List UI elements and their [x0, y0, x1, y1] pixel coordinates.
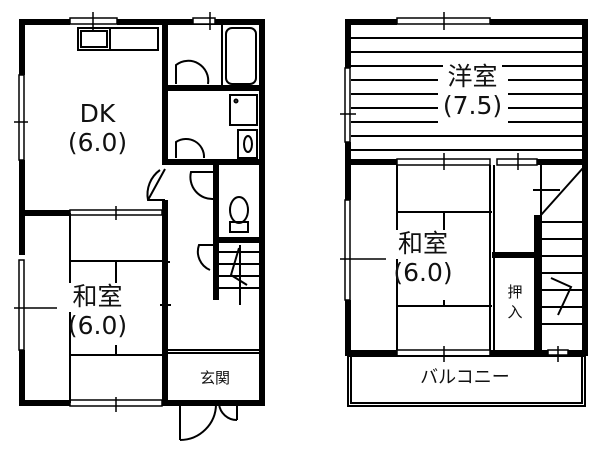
room-size: (7.5): [438, 91, 507, 121]
room-size: (6.0): [67, 310, 128, 340]
room-genkan: 玄関: [199, 369, 230, 387]
room-name: 和室: [69, 282, 126, 312]
room-washitsu-1f: 和室 (6.0): [55, 282, 140, 341]
room-dk: DK (6.0): [55, 99, 140, 158]
room-name: DK: [79, 99, 116, 128]
room-name-bottom: 入: [507, 302, 523, 321]
room-size: (6.0): [393, 257, 453, 287]
room-youshitsu: 洋室 (7.5): [425, 62, 520, 121]
floor1-outer-walls: [19, 19, 265, 406]
room-balcony: バルコニー: [420, 367, 510, 388]
room-washitsu-2f: 和室 (6.0): [378, 229, 468, 288]
room-oshiire: 押 入: [500, 283, 530, 322]
room-name: 洋室: [443, 62, 502, 92]
room-size: (6.0): [67, 127, 128, 157]
room-name-top: 押: [507, 283, 523, 301]
room-name: 和室: [394, 229, 451, 259]
